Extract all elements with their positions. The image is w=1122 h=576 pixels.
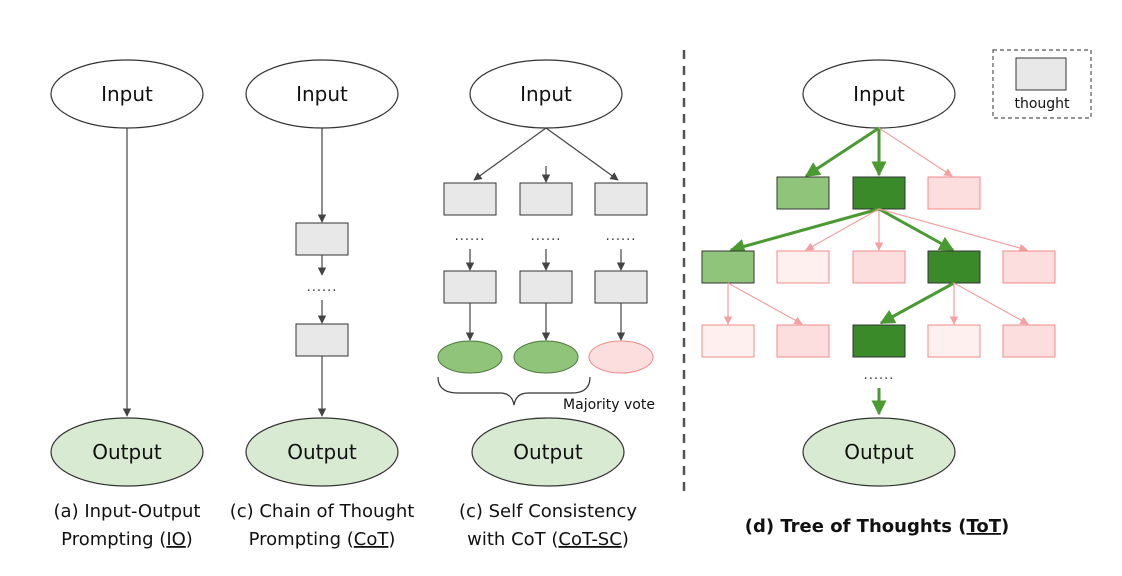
cot-thought-1 (295, 222, 349, 256)
cot-input-label: Input (296, 82, 348, 106)
cotsc-abbr: CoT-SC (558, 529, 621, 550)
tot-dots: ...... (864, 368, 895, 383)
tot-thought-l3c (852, 324, 906, 358)
io-input-label: Input (101, 82, 153, 106)
tot-caption: (d) Tree of Thoughts (ToT) (745, 516, 1010, 537)
cotsc-arrow-left (473, 127, 547, 181)
tot-edge-in-l1a (804, 126, 880, 178)
cotsc-answer-m (513, 340, 579, 374)
majority-vote-label: Majority vote (563, 397, 655, 413)
tot-edge-in-l1c (878, 127, 953, 177)
tot-edge-l2d-l3e (953, 282, 1029, 325)
tot-edge-l1b-l2e (878, 208, 1028, 253)
cot-thought-2 (295, 323, 349, 357)
cot-dots: ...... (307, 280, 338, 295)
tot-thought-l3d (927, 324, 981, 358)
cotsc-output-label: Output (513, 440, 583, 464)
cot-panel: Input ...... Output (c) Chain of Thought… (230, 59, 415, 550)
io-caption-line2: Prompting (IO) (61, 529, 193, 550)
tot-panel: thought Input ..... (701, 49, 1092, 537)
cot-abbr: CoT (354, 529, 390, 550)
tot-thought-l3a (701, 324, 755, 358)
cotsc-dots-r: ...... (606, 229, 637, 244)
tot-edge-l1b-l2a (729, 207, 880, 254)
cotsc-input-label: Input (520, 82, 572, 106)
cotsc-caption-line1: (c) Self Consistency (459, 501, 637, 522)
tot-output-node (802, 417, 956, 487)
cotsc-thought-r1 (594, 182, 648, 216)
cot-output-label: Output (287, 440, 357, 464)
tot-thought-l1a (776, 176, 830, 210)
cotsc-dots-m: ...... (531, 229, 562, 244)
tot-thought-l1b (852, 176, 906, 210)
legend-thought-label: thought (1014, 96, 1070, 112)
tot-edge-l1b-l2d (878, 207, 955, 252)
cot-output-node (245, 417, 399, 487)
io-output-node (50, 417, 204, 487)
legend-thought-swatch (1015, 57, 1067, 91)
tot-output-label: Output (844, 440, 914, 464)
tot-thought-l3b (776, 324, 830, 358)
cotsc-majority-brace (437, 376, 591, 406)
tot-input-label: Input (853, 82, 905, 106)
io-abbr: IO (166, 529, 185, 550)
cotsc-answer-l (437, 340, 503, 374)
cotsc-thought-l2 (443, 270, 497, 304)
tot-thought-l2d (927, 250, 981, 284)
cotsc-thought-l1 (443, 182, 497, 216)
io-panel: Input Output (a) Input-Output Prompting … (50, 59, 204, 550)
cotsc-caption-line2: with CoT (CoT-SC) (467, 529, 629, 550)
cotsc-answer-r (588, 340, 654, 374)
cotsc-arrow-right (545, 127, 619, 181)
cot-caption-line1: (c) Chain of Thought (230, 501, 415, 522)
cotsc-output-node (471, 417, 625, 487)
io-caption-line1: (a) Input-Output (54, 501, 201, 522)
tot-abbr: ToT (966, 516, 1001, 537)
cotsc-thought-m1 (519, 182, 573, 216)
cotsc-dots-l: ...... (455, 229, 486, 244)
tot-thought-l2b (776, 250, 830, 284)
cot-caption-line2: Prompting (CoT) (249, 529, 396, 550)
tot-edge-l1b-l2b (805, 208, 880, 251)
cotsc-thought-m2 (519, 270, 573, 304)
cotsc-thought-r2 (594, 270, 648, 304)
tot-edge-l2a-l3b (727, 282, 803, 325)
tot-edge-l2d-l3c (879, 281, 955, 325)
legend-box (992, 49, 1092, 119)
cotsc-panel: Input ...... ...... ...... Majority vote (437, 59, 655, 550)
io-output-label: Output (92, 440, 162, 464)
tot-thought-l2a (701, 250, 755, 284)
tot-thought-l3e (1002, 324, 1056, 358)
tot-thought-l2e (1002, 250, 1056, 284)
tot-thought-l2c (852, 250, 906, 284)
tot-thought-l1c (927, 176, 981, 210)
